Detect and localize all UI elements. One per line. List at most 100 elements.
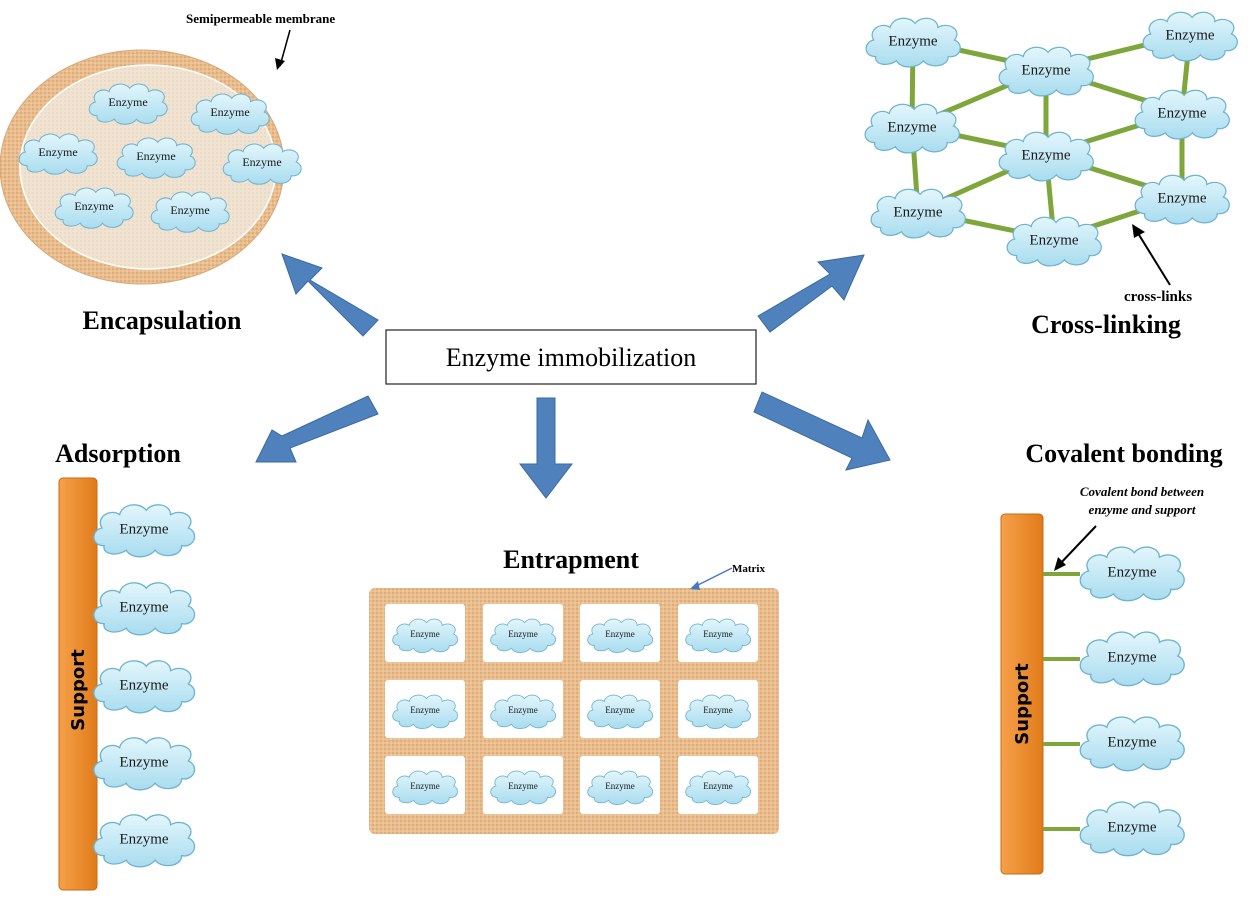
enzyme-cloud: Enzyme <box>93 737 196 791</box>
enzyme-label: Enzyme <box>605 781 635 791</box>
matrix-arrowhead-icon <box>690 581 700 590</box>
enzyme-cloud: Enzyme <box>93 660 196 714</box>
enzyme-cloud: Enzyme <box>18 133 98 175</box>
enzyme-cloud: Enzyme <box>392 618 459 654</box>
arrow-to-covalent-bonding <box>753 391 891 471</box>
enzyme-label: Enzyme <box>1107 819 1156 835</box>
enzyme-label: Enzyme <box>1021 147 1070 163</box>
entrapment-matrix <box>369 588 779 834</box>
enzyme-label: Enzyme <box>119 831 168 847</box>
enzyme-label: Enzyme <box>210 105 249 119</box>
covalent-annotation-arrow <box>1057 525 1097 567</box>
adsorption-support <box>58 477 98 891</box>
arrows <box>255 253 891 499</box>
enzyme-cloud: Enzyme <box>1006 216 1102 267</box>
covalent-annotation-line2: enzyme and support <box>1089 502 1196 517</box>
enzyme-label: Enzyme <box>119 677 168 693</box>
enzyme-label: Enzyme <box>38 145 77 159</box>
enzyme-label: Enzyme <box>605 705 635 715</box>
covalent-annotation-line1: Covalent bond between <box>1080 484 1204 499</box>
enzyme-cloud: Enzyme <box>150 191 230 233</box>
enzyme-cloud: Enzyme <box>1079 631 1185 687</box>
enzyme-label: Enzyme <box>508 629 538 639</box>
enzyme-cloud: Enzyme <box>685 694 752 730</box>
arrow-to-encapsulation <box>281 253 379 337</box>
cross-linking-panel: EnzymeEnzymeEnzymeEnzymeEnzymeEnzymeEnzy… <box>864 11 1238 339</box>
encapsulation-title: Encapsulation <box>83 306 242 335</box>
enzyme-label: Enzyme <box>74 199 113 213</box>
enzyme-cloud: Enzyme <box>1134 89 1230 140</box>
covalent-arrowhead-icon <box>1054 557 1066 571</box>
enzyme-label: Enzyme <box>170 203 209 217</box>
enzyme-label: Enzyme <box>410 781 440 791</box>
enzyme-cloud: Enzyme <box>392 770 459 806</box>
enzyme-label: Enzyme <box>887 119 936 135</box>
enzyme-label: Enzyme <box>119 599 168 615</box>
matrix-annotation-arrow <box>693 567 733 588</box>
enzyme-cloud: Enzyme <box>1079 801 1185 857</box>
enzyme-label: Enzyme <box>410 705 440 715</box>
enzyme-cloud: Enzyme <box>864 103 960 154</box>
cross-links-arrowhead-icon <box>1132 224 1145 238</box>
enzyme-label: Enzyme <box>1107 564 1156 580</box>
enzyme-cloud: Enzyme <box>587 770 654 806</box>
enzyme-label: Enzyme <box>1165 27 1214 43</box>
center-label: Enzyme immobilization <box>446 343 697 372</box>
enzyme-cloud: Enzyme <box>490 694 557 730</box>
entrapment-title: Entrapment <box>503 545 639 574</box>
adsorption-panel: Adsorption Support EnzymeEnzymeEnzymeEnz… <box>55 439 196 891</box>
enzyme-label: Enzyme <box>1157 105 1206 121</box>
enzyme-cloud: Enzyme <box>685 618 752 654</box>
enzyme-label: Enzyme <box>1107 734 1156 750</box>
enzyme-label: Enzyme <box>1157 190 1206 206</box>
covalent-support-label: Support <box>1012 663 1033 745</box>
enzyme-cloud: Enzyme <box>93 814 196 868</box>
enzyme-label: Enzyme <box>508 705 538 715</box>
enzyme-cloud: Enzyme <box>1079 546 1185 602</box>
enzyme-cloud: Enzyme <box>116 137 196 179</box>
enzyme-label: Enzyme <box>703 705 733 715</box>
enzyme-label: Enzyme <box>1021 62 1070 78</box>
cross-linking-title: Cross-linking <box>1031 310 1181 339</box>
enzyme-cloud: Enzyme <box>587 694 654 730</box>
enzyme-label: Enzyme <box>242 155 281 169</box>
covalent-bonding-title: Covalent bonding <box>1025 439 1222 468</box>
enzyme-label: Enzyme <box>703 629 733 639</box>
enzyme-cloud: Enzyme <box>490 770 557 806</box>
covalent-bonding-panel: Covalent bonding Covalent bond between e… <box>1000 439 1223 875</box>
enzyme-cloud: Enzyme <box>490 618 557 654</box>
enzyme-label: Enzyme <box>605 629 635 639</box>
enzyme-cloud: Enzyme <box>88 83 168 125</box>
enzyme-label: Enzyme <box>410 629 440 639</box>
enzyme-label: Enzyme <box>508 781 538 791</box>
arrow-to-cross-linking <box>757 254 865 333</box>
enzyme-cloud: Enzyme <box>587 618 654 654</box>
adsorption-support-label: Support <box>68 649 89 731</box>
enzyme-cloud: Enzyme <box>93 582 196 636</box>
enzyme-label: Enzyme <box>119 754 168 770</box>
enzyme-cloud: Enzyme <box>685 770 752 806</box>
cross-links-annotation-arrow <box>1135 229 1171 286</box>
enzyme-label: Enzyme <box>136 149 175 163</box>
enzyme-label: Enzyme <box>893 204 942 220</box>
enzyme-cloud: Enzyme <box>1134 174 1230 225</box>
matrix-annotation: Matrix <box>732 563 765 575</box>
enzyme-label: Enzyme <box>703 781 733 791</box>
adsorption-title: Adsorption <box>55 439 181 468</box>
enzyme-label: Enzyme <box>119 521 168 537</box>
enzyme-cloud: Enzyme <box>998 46 1094 97</box>
membrane-arrowhead-icon <box>275 58 285 70</box>
enzyme-cloud: Enzyme <box>190 93 270 135</box>
arrow-to-adsorption <box>255 395 379 463</box>
enzyme-label: Enzyme <box>1107 649 1156 665</box>
arrow-to-entrapment <box>518 397 574 499</box>
covalent-support <box>1000 513 1044 875</box>
enzyme-cloud: Enzyme <box>54 187 134 229</box>
enzyme-cloud: Enzyme <box>222 143 302 185</box>
enzyme-cloud: Enzyme <box>93 504 196 558</box>
cross-links-annotation: cross-links <box>1124 289 1192 305</box>
center-box <box>385 329 757 385</box>
